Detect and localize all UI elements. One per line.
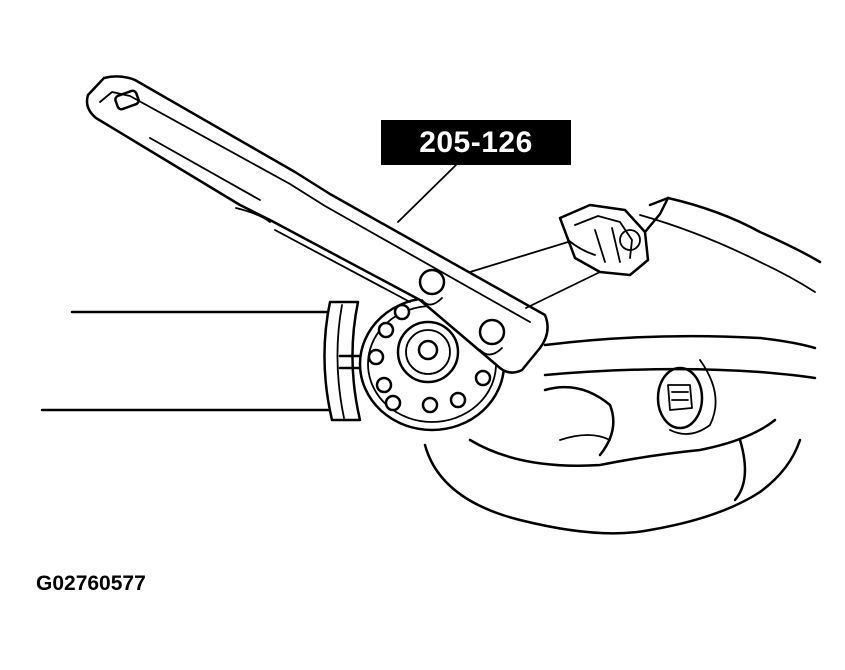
callout-leaders: [397, 164, 601, 309]
drive-shaft: [40, 300, 374, 422]
holding-wrench-tool: [85, 75, 549, 374]
figure-id: G02760577: [36, 572, 146, 595]
tool-number-callout: 205-126: [381, 120, 571, 165]
housing-plug: [656, 366, 704, 430]
axle-bracket: [558, 196, 670, 277]
axle-housing: [423, 196, 822, 535]
